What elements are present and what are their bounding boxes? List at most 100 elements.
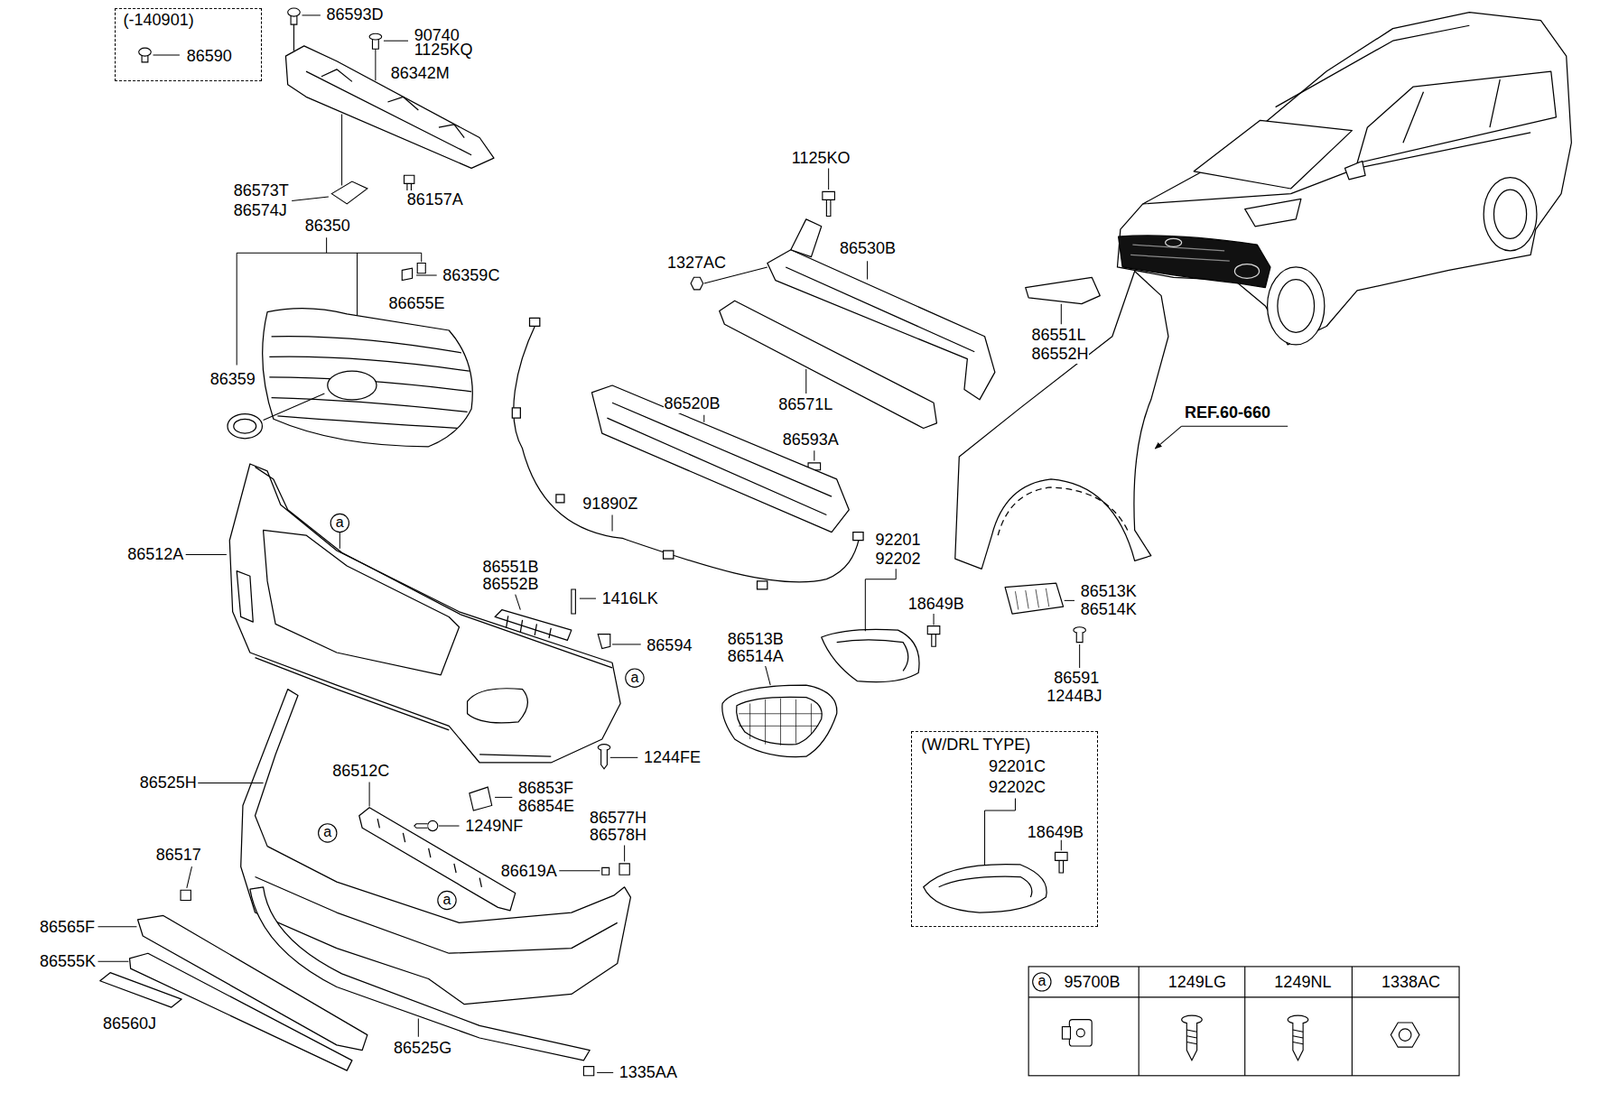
table-icon (1181, 1015, 1203, 1024)
fastener-icon (602, 867, 610, 875)
radiator-grille (327, 371, 377, 400)
callout-number: 86590 (186, 46, 233, 66)
table-icon (1069, 1020, 1092, 1047)
leader-line (97, 926, 137, 928)
vehicle-view (1118, 235, 1271, 289)
table-icon (1061, 1027, 1070, 1041)
fastener-icon (404, 175, 415, 192)
callout-number: 86512A (126, 545, 185, 565)
leader-line (374, 48, 376, 81)
callout-number: 86593A (781, 430, 840, 450)
leader-line (291, 196, 329, 202)
vehicle-view (1493, 189, 1526, 239)
dashed-group-box: (W/DRL TYPE)92201C92202C18649B (911, 731, 1098, 928)
circle-marker-ring (330, 513, 349, 532)
callout-number: 86520B (663, 394, 722, 414)
leader-line (1060, 840, 1062, 851)
table-icon (1293, 1023, 1303, 1061)
leader-line (827, 167, 829, 190)
callout-number: 86555K (38, 952, 97, 972)
leader-line (416, 275, 438, 277)
leader-line (703, 415, 705, 423)
circle-marker-ring (625, 669, 644, 688)
vehicle-view (1130, 244, 1230, 261)
front-fender (1014, 588, 1049, 611)
callout-number: 92201C (988, 757, 1046, 777)
fastener-icon (583, 1067, 594, 1077)
fastener-icon (619, 864, 630, 875)
callout-number: 92202C (988, 778, 1046, 798)
table-icon (1061, 1015, 1420, 1061)
callout-number: 1125KO (790, 148, 852, 168)
vehicle-view (1234, 264, 1259, 280)
wiring-harness (513, 324, 860, 583)
radiator-grille (262, 308, 474, 447)
vehicle-view (1267, 267, 1325, 345)
leader-line (97, 961, 129, 963)
fog-lamp (736, 697, 823, 745)
bumper-cover (467, 688, 529, 724)
lower-bumper (130, 953, 353, 1071)
leader-line (1060, 304, 1062, 326)
callout-number: 86565F (38, 918, 96, 938)
fog-lamp (738, 698, 823, 746)
leader-line (610, 757, 639, 759)
fog-lamp (939, 876, 1033, 898)
leader-line (369, 781, 371, 807)
front-fender (1025, 277, 1100, 304)
callout-number: 1244FE (642, 748, 702, 768)
leader-line (596, 1072, 614, 1074)
callout-number: 92201 (874, 530, 921, 550)
fastener-icon (469, 787, 493, 811)
callout-number: 92202 (874, 549, 921, 569)
leader-line (97, 15, 1288, 1073)
callout-number: 86525H (139, 773, 198, 793)
dashed-group-box: (-140901) 86590 (114, 8, 263, 82)
fastener-icon (690, 277, 704, 290)
callout-number: 86512C (331, 762, 391, 782)
fog-lamp (821, 629, 920, 682)
fastener-icon (180, 890, 191, 901)
callout-number: 86854E (517, 797, 576, 817)
fastener-icon (597, 634, 611, 650)
vehicle-view (1277, 279, 1315, 334)
bumper-cover (506, 615, 552, 639)
leader-line (302, 14, 321, 16)
table-icon (1390, 1023, 1420, 1048)
wiring-harness (511, 317, 864, 589)
bumper-cover (494, 610, 572, 642)
leader-line (1154, 426, 1182, 449)
callout-number: 86525G (392, 1039, 453, 1059)
callout-number: 91890Z (581, 494, 639, 514)
fastener-icon (139, 47, 152, 56)
callout-number: 86359 (209, 370, 257, 390)
fastener-icon (1076, 632, 1083, 642)
fastener-icon (414, 824, 428, 829)
radiator-grille (227, 308, 473, 447)
leader-line (153, 54, 180, 56)
fastener-icon (288, 8, 301, 17)
callout-number: 1249NF (464, 817, 524, 837)
fastener-icon (1055, 852, 1069, 874)
fog-lamp (837, 640, 909, 671)
callout-number: 86552B (481, 575, 540, 595)
fog-lamp (923, 865, 1047, 913)
callout-number: 1244BJ (1045, 687, 1103, 707)
table-icon (1287, 1015, 1309, 1024)
fastener-icon (141, 55, 149, 63)
leader-line (933, 613, 935, 625)
leader-line (865, 568, 896, 632)
leader-line (765, 666, 772, 686)
table-icon (1076, 1029, 1085, 1038)
callout-number: 86517 (155, 846, 203, 866)
lower-bumper (255, 877, 618, 955)
group-heading: (-140901) (123, 10, 195, 30)
table-cell: 1338AC (1380, 973, 1442, 993)
bumper-beam (606, 402, 832, 515)
fastener-table (1028, 967, 1460, 1077)
bumper-beam (790, 219, 822, 258)
lower-bumper (100, 689, 632, 1071)
callout-number: 86551B (481, 558, 540, 577)
fastener-icon (139, 8, 1087, 1077)
callout-number: 86359C (441, 266, 501, 286)
